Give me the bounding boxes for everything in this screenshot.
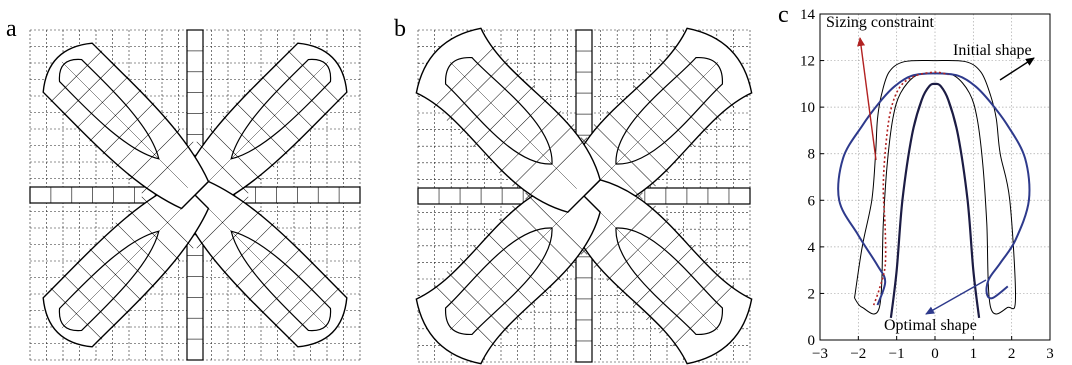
petal-1 <box>180 180 348 348</box>
y-tick-label: 2 <box>808 286 816 302</box>
panel-a-mesh <box>29 29 361 361</box>
x-tick-label: 3 <box>1046 346 1054 362</box>
optimal-shape-arrow <box>925 279 987 315</box>
annotation-sizing-constraint: Sizing constraint <box>826 14 935 31</box>
petal-0 <box>180 42 348 210</box>
optimal-shape-inner-line <box>889 82 981 319</box>
optimal-shape-outer-line <box>837 72 1031 306</box>
panel-b-mesh <box>415 27 753 365</box>
x-tick-label: −1 <box>889 346 905 362</box>
petal-midline <box>202 61 329 188</box>
panel-a-label: a <box>6 16 17 42</box>
y-tick-label: 12 <box>800 54 815 70</box>
x-tick-label: 2 <box>1008 346 1016 362</box>
y-tick-label: 6 <box>808 193 816 209</box>
x-tick-label: −2 <box>850 346 866 362</box>
y-tick-label: 10 <box>800 100 815 116</box>
petal-midline <box>61 202 188 329</box>
petal-1 <box>567 179 753 365</box>
petal-midline <box>202 202 329 329</box>
x-tick-label: 0 <box>931 346 939 362</box>
initial-shape-arrow <box>999 57 1035 81</box>
panel-b-label: b <box>394 16 406 42</box>
petal-midline <box>449 203 577 331</box>
annotation-initial-shape: Initial shape <box>953 42 1032 59</box>
petal-0 <box>567 27 753 213</box>
petal-3 <box>42 42 210 210</box>
petal-2 <box>415 179 601 365</box>
annotation-optimal-shape: Optimal shape <box>884 317 977 334</box>
y-tick-label: 4 <box>808 240 816 256</box>
y-tick-label: 0 <box>808 333 816 349</box>
petal-midline <box>449 61 577 189</box>
x-tick-label: 1 <box>970 346 978 362</box>
panel-c-label: c <box>778 2 789 28</box>
petal-3 <box>415 27 601 213</box>
petal-midline <box>591 203 719 331</box>
initial-shape-line <box>854 59 1017 315</box>
sizing-constraint-arrow <box>857 37 877 161</box>
y-tick-label: 14 <box>800 7 816 23</box>
chart-frame <box>819 13 1051 341</box>
petal-midline <box>591 61 719 189</box>
chart-series <box>837 59 1031 319</box>
y-tick-label: 8 <box>808 147 816 163</box>
petal-2 <box>42 180 210 348</box>
sizing-constraint-line <box>872 71 949 306</box>
x-tick-label: −3 <box>812 346 828 362</box>
petal-midline <box>61 61 188 188</box>
